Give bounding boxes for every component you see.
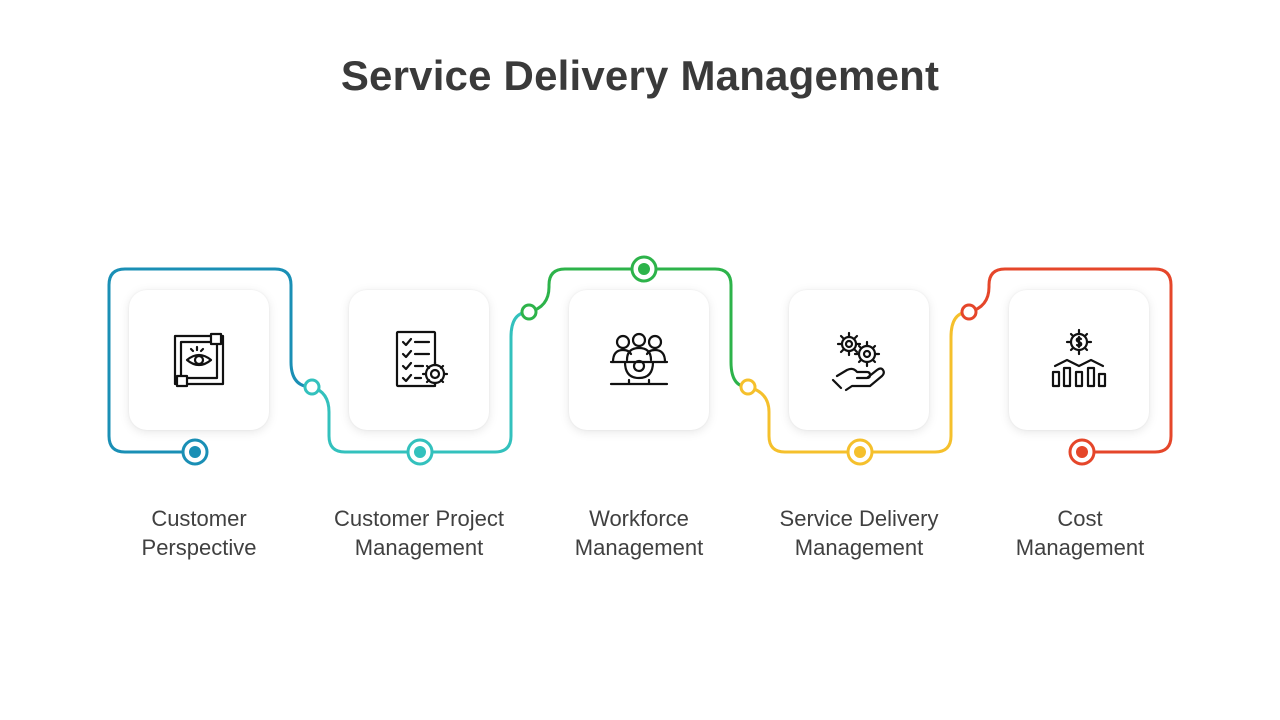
customer-perspective-icon [173,332,225,388]
step-label-line: Perspective [141,535,257,560]
step-label-5: Cost Management [980,504,1180,562]
hand-gears-icon [831,331,885,392]
step-card-4 [789,290,929,430]
step-label-line: Cost [1057,506,1103,531]
step-label-line: Management [1015,535,1145,560]
cost-chart-icon [1051,328,1107,388]
step-label-line: Workforce [589,506,689,531]
step-card-5 [1009,290,1149,430]
step-card-2 [349,290,489,430]
junction-dot [960,303,978,321]
junction-dot [520,303,538,321]
junction-dot [739,378,757,396]
step-label-line: Customer [151,506,247,531]
flow-segment-1 [107,267,313,454]
junction-dot [303,378,321,396]
step-marker-1 [181,438,209,466]
team-gear-icon [609,332,669,386]
step-marker-3 [630,255,658,283]
step-marker-2 [406,438,434,466]
step-label-3: Workforce Management [539,504,739,562]
step-label-line: Customer Project [334,506,504,531]
step-label-line: Service Delivery [779,506,939,531]
flow-segment-5 [968,267,1173,454]
step-marker-5 [1068,438,1096,466]
step-card-3 [569,290,709,430]
page-title: Service Delivery Management [340,52,940,99]
step-label-line: Management [354,535,484,560]
step-marker-4 [846,438,874,466]
step-label-2: Customer Project Management [319,504,519,562]
checklist-gear-icon [395,330,449,388]
step-label-1: Customer Perspective [99,504,299,562]
step-label-line: Management [574,535,704,560]
step-card-1 [129,290,269,430]
step-label-line: Management [794,535,924,560]
step-label-4: Service Delivery Management [759,504,959,562]
